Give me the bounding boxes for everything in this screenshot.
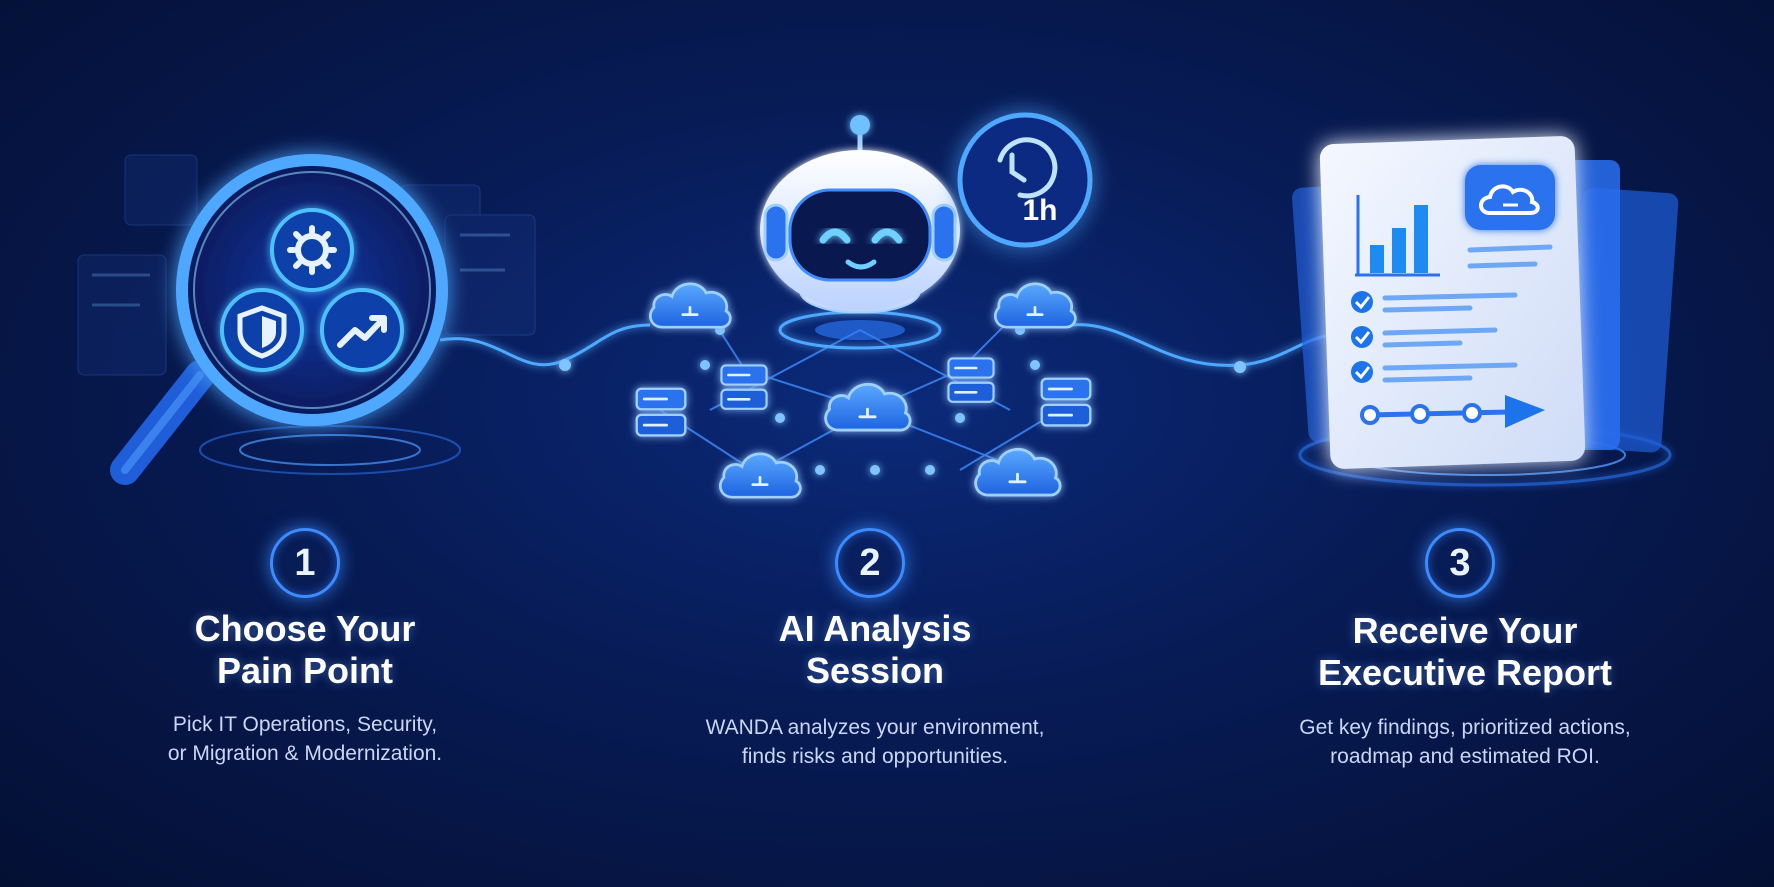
step-description-3: Get key findings, prioritized actions, r…	[1235, 713, 1695, 771]
checkmark-icon	[1351, 361, 1373, 383]
step-description-2: WANDA analyzes your environment, finds r…	[645, 713, 1105, 771]
connector-lines	[439, 323, 1331, 373]
step-title-line: Pain Point	[216, 650, 393, 691]
checkmark-icon	[1351, 291, 1373, 313]
bar-chart-icon	[1355, 195, 1440, 277]
step-number-3: 3	[1425, 528, 1495, 598]
arrow-icon	[1360, 395, 1545, 428]
gear-icon	[270, 208, 354, 292]
step-description-line: Pick IT Operations, Security,	[172, 713, 438, 736]
cloud-icon	[718, 452, 802, 499]
step-description-line: WANDA analyzes your environment,	[705, 716, 1045, 739]
checkmark-icon	[1351, 326, 1373, 348]
step-2-illustration: 1h	[635, 112, 1093, 499]
server-icon	[720, 364, 768, 411]
server-icon	[1040, 377, 1092, 427]
step-title-line: Receive Your	[1352, 610, 1578, 651]
cloud-icon	[648, 282, 732, 329]
checklist	[1351, 291, 1518, 383]
step-title-line: AI Analysis	[778, 608, 972, 649]
step-title-line: Choose Your	[194, 608, 416, 649]
server-icon	[635, 387, 687, 437]
clock-icon: 1h	[957, 112, 1093, 248]
step-description-line: roadmap and estimated ROI.	[1330, 745, 1600, 768]
step-description-line: finds risks and opportunities.	[741, 745, 1009, 768]
step-description-1: Pick IT Operations, Security, or Migrati…	[75, 710, 535, 768]
step-description-line: Get key findings, prioritized actions,	[1299, 716, 1631, 739]
cloud-icon	[824, 382, 912, 432]
step-3-illustration	[1292, 136, 1679, 487]
shield-icon	[220, 288, 304, 372]
step-title-line: Executive Report	[1317, 652, 1613, 693]
step-title-1: Choose Your Pain Point	[85, 608, 525, 692]
step-title-2: AI Analysis Session	[655, 608, 1095, 692]
cloud-icon	[993, 282, 1077, 329]
step-1-illustration	[77, 154, 536, 485]
step-description-line: or Migration & Modernization.	[167, 742, 443, 765]
timer-label: 1h	[1022, 194, 1057, 227]
trend-up-icon	[320, 288, 404, 372]
step-number-1: 1	[270, 528, 340, 598]
robot-icon	[760, 115, 960, 314]
step-number-2: 2	[835, 528, 905, 598]
cloud-icon	[1465, 165, 1555, 230]
step-title-line: Session	[805, 650, 945, 691]
step-title-3: Receive Your Executive Report	[1245, 610, 1685, 694]
